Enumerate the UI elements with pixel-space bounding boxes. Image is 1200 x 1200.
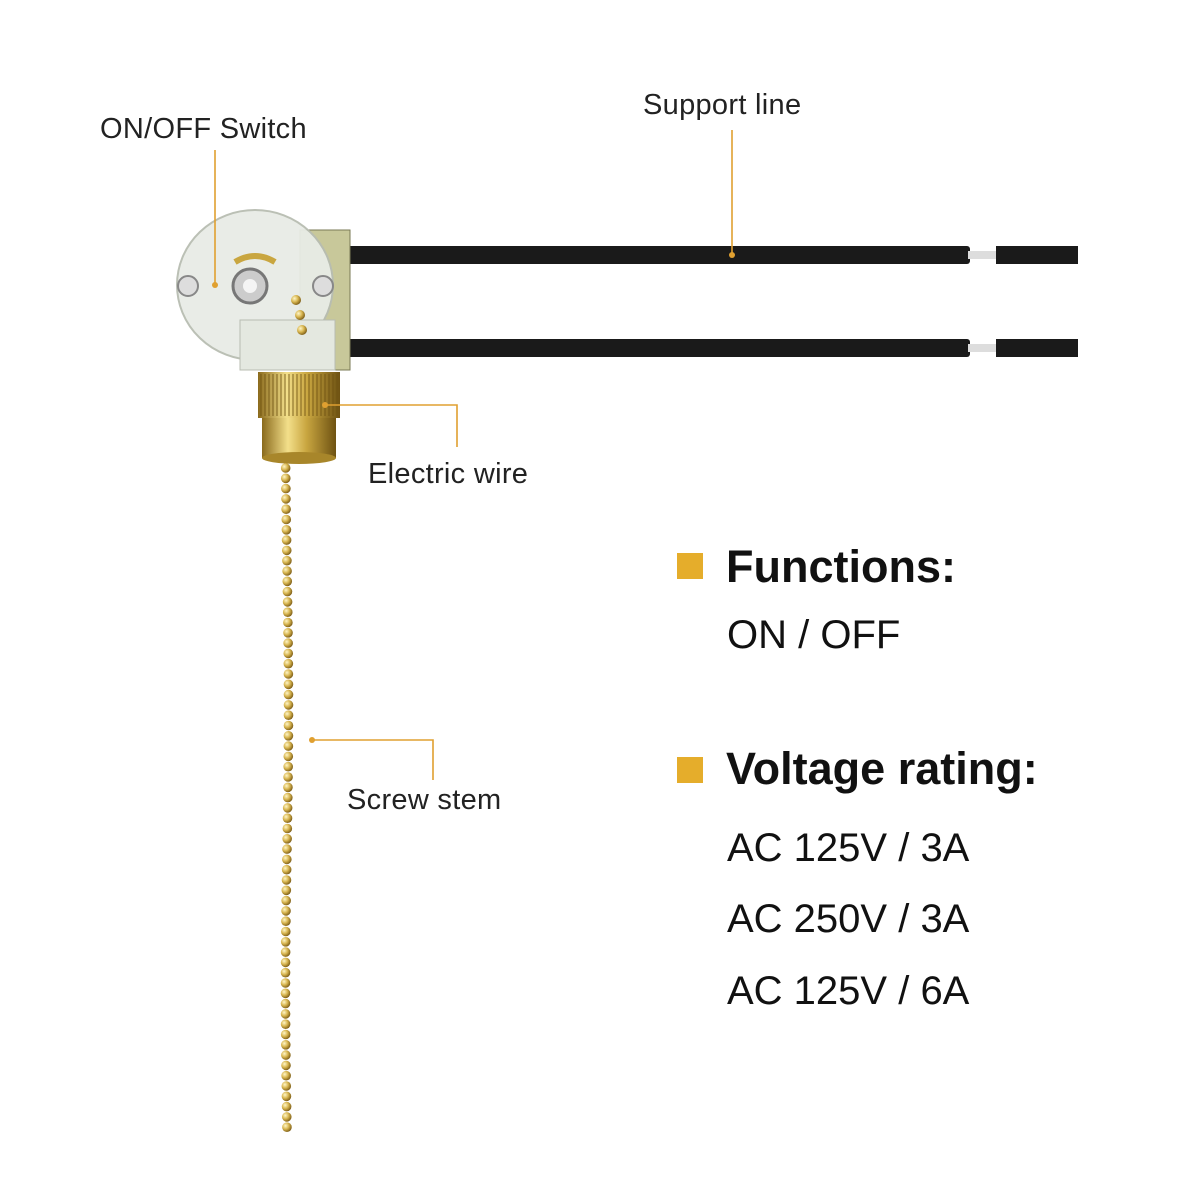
chain-bead (282, 1122, 292, 1132)
callout-switch: ON/OFF Switch (100, 113, 307, 145)
chain-bead (283, 772, 293, 782)
chain-bead (283, 782, 293, 793)
chain-bead (280, 463, 291, 473)
rating-2: AC 250V / 3A (727, 897, 970, 941)
chain-bead (283, 638, 293, 648)
chain-bead (281, 1070, 291, 1081)
chain-bead (281, 504, 291, 514)
chain-bead (281, 1081, 292, 1091)
wire-top (340, 246, 1078, 264)
chain-bead (281, 906, 291, 916)
chain-bead (281, 1091, 292, 1102)
leader-electric-wire (325, 404, 458, 447)
chain-bead (283, 628, 293, 638)
callout-support-line: Support line (643, 89, 802, 121)
chain-bead (281, 483, 291, 494)
chain-bead (282, 597, 293, 607)
chain-bead (280, 947, 291, 957)
chain-bead (280, 1040, 291, 1050)
chain-bead (283, 751, 294, 762)
chain-bead (283, 710, 294, 720)
chain-bead (283, 617, 293, 628)
callout-screw-stem: Screw stem (347, 784, 502, 816)
switch-body (176, 209, 351, 371)
voltage-title: Voltage rating: (726, 743, 1038, 794)
pull-chain (280, 463, 294, 1132)
callout-electric-wire: Electric wire (368, 458, 529, 490)
chain-bead (281, 875, 292, 885)
chain-bead (280, 988, 291, 999)
chain-bead (282, 813, 293, 823)
chain-bead (280, 1019, 291, 1029)
chain-bead (281, 545, 292, 556)
chain-bead (282, 854, 292, 865)
chain-bead (281, 494, 291, 504)
leader-screw-stem (312, 739, 434, 780)
bullet-icon (677, 553, 703, 579)
chain-bead (280, 978, 291, 988)
chain-bead (281, 535, 292, 545)
chain-bead (281, 895, 291, 906)
chain-bead (280, 473, 291, 484)
chain-bead (282, 834, 292, 844)
chain-bead (280, 967, 291, 978)
rating-3: AC 125V / 6A (727, 969, 970, 1013)
chain-bead (283, 700, 294, 710)
chain-bead (282, 607, 293, 617)
chain-bead (281, 514, 292, 525)
chain-bead (283, 741, 294, 751)
chain-bead (282, 566, 292, 576)
chain-bead (281, 916, 291, 926)
chain-bead (283, 669, 294, 679)
chain-bead (283, 792, 293, 803)
chain-bead (281, 1050, 291, 1060)
chain-bead (282, 803, 293, 813)
chain-bead (281, 1112, 292, 1122)
chain-bead (280, 1009, 291, 1019)
chain-bead (281, 885, 292, 896)
chain-bead (280, 998, 291, 1009)
chain-bead (281, 1101, 292, 1112)
chain-bead (281, 525, 292, 535)
chain-bead (283, 658, 294, 669)
chain-bead (281, 1060, 291, 1071)
chain-bead (282, 555, 292, 566)
chain-bead (282, 823, 293, 834)
chain-bead (281, 926, 291, 937)
chain-bead (283, 761, 293, 772)
chain-bead (280, 1029, 291, 1040)
chain-bead (280, 937, 291, 947)
chain-bead (283, 679, 294, 690)
chain-bead (283, 720, 294, 731)
chain-bead (282, 844, 292, 854)
bullet-icon (677, 757, 703, 783)
chain-bead (283, 731, 294, 741)
wire-bottom (340, 339, 1078, 357)
chain-bead (282, 586, 293, 597)
chain-bead (283, 648, 294, 659)
rating-1: AC 125V / 3A (727, 826, 970, 870)
chain-bead (283, 689, 294, 700)
functions-value: ON / OFF (727, 613, 901, 657)
chain-bead (281, 864, 292, 875)
functions-title: Functions: (726, 541, 956, 592)
chain-bead (282, 576, 293, 587)
screw-stem (258, 372, 340, 464)
chain-bead (280, 957, 291, 968)
